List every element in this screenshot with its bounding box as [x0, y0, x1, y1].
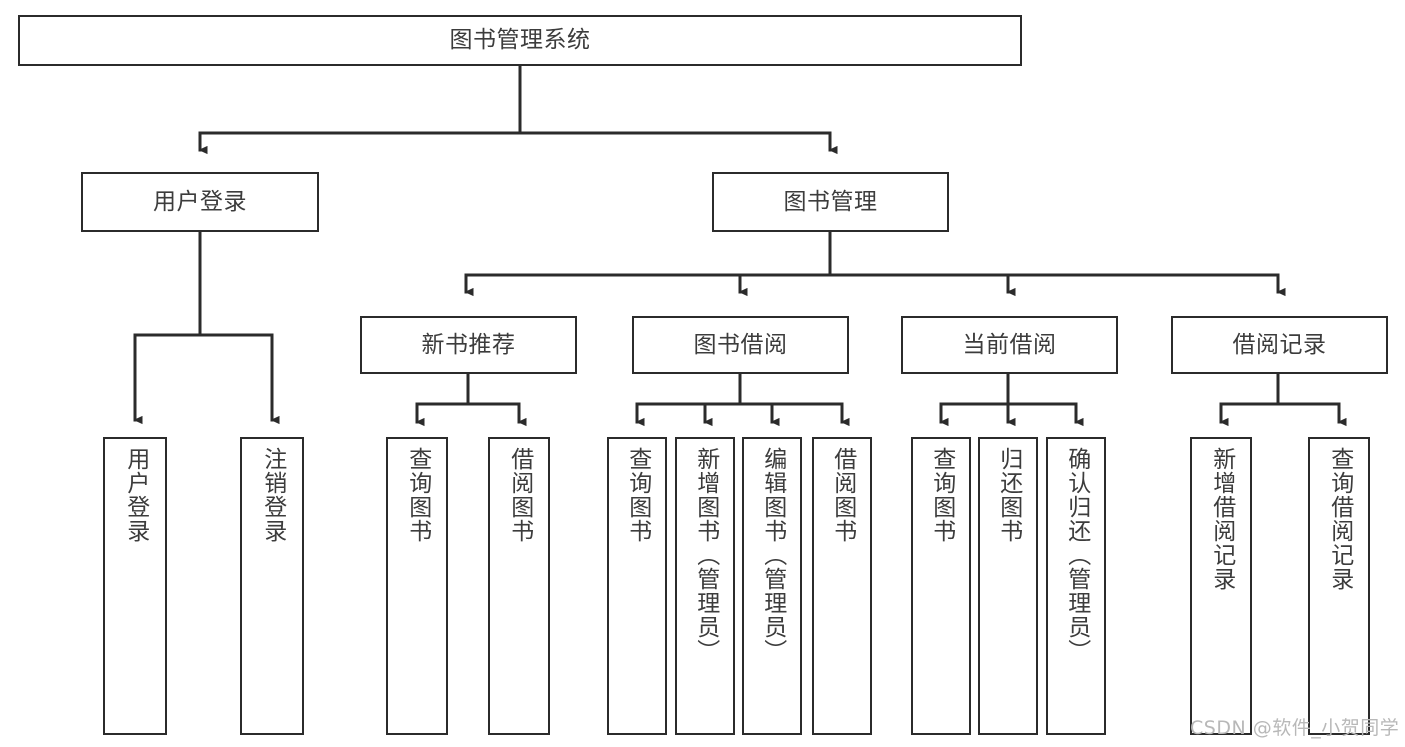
leaf-borrow-book-recommend[interactable]: 借阅图书 [488, 437, 550, 735]
node-root-system[interactable]: 图书管理系统 [18, 15, 1022, 66]
node-label: 图书管理 [783, 188, 878, 215]
node-label: 借阅图书 [506, 447, 533, 543]
node-label: 借阅记录 [1232, 331, 1327, 358]
node-label: 归还图书 [995, 447, 1022, 543]
leaf-query-borrow-record[interactable]: 查询借阅记录 [1308, 437, 1370, 735]
node-user-login[interactable]: 用户登录 [81, 172, 319, 232]
node-new-book-recommend[interactable]: 新书推荐 [360, 316, 577, 374]
node-label: 图书借阅 [693, 331, 788, 358]
node-label: 当前借阅 [962, 331, 1057, 358]
leaf-user-login[interactable]: 用户登录 [103, 437, 167, 735]
node-borrow-records[interactable]: 借阅记录 [1171, 316, 1388, 374]
node-label: 借阅图书 [829, 447, 856, 543]
leaf-add-book-admin[interactable]: 新增图书（管理员） [675, 437, 735, 735]
csdn-watermark: CSDN @软件_小贺同学 [1190, 717, 1400, 739]
node-label: 用户登录 [122, 447, 149, 543]
leaf-query-book-borrow[interactable]: 查询图书 [607, 437, 667, 735]
leaf-query-book-recommend[interactable]: 查询图书 [386, 437, 448, 735]
node-label: 编辑图书（管理员） [759, 447, 786, 663]
node-label: 查询图书 [624, 447, 651, 543]
node-label: 注销登录 [259, 447, 286, 543]
node-label: 查询图书 [928, 447, 955, 543]
leaf-edit-book-admin[interactable]: 编辑图书（管理员） [742, 437, 802, 735]
node-label: 查询借阅记录 [1326, 447, 1353, 591]
leaf-return-book[interactable]: 归还图书 [978, 437, 1038, 735]
node-label: 新增图书（管理员） [692, 447, 719, 663]
node-book-management[interactable]: 图书管理 [712, 172, 949, 232]
node-label: 图书管理系统 [449, 27, 591, 54]
leaf-borrow-book[interactable]: 借阅图书 [812, 437, 872, 735]
node-label: 新增借阅记录 [1208, 447, 1235, 591]
node-book-borrow[interactable]: 图书借阅 [632, 316, 849, 374]
node-label: 用户登录 [153, 188, 247, 215]
leaf-confirm-return-admin[interactable]: 确认归还（管理员） [1046, 437, 1106, 735]
leaf-add-borrow-record[interactable]: 新增借阅记录 [1190, 437, 1252, 735]
node-label: 确认归还（管理员） [1063, 447, 1090, 663]
leaf-query-book-current[interactable]: 查询图书 [911, 437, 971, 735]
leaf-logout[interactable]: 注销登录 [240, 437, 304, 735]
node-current-borrow[interactable]: 当前借阅 [901, 316, 1118, 374]
node-label: 新书推荐 [421, 331, 516, 358]
node-label: 查询图书 [404, 447, 431, 543]
